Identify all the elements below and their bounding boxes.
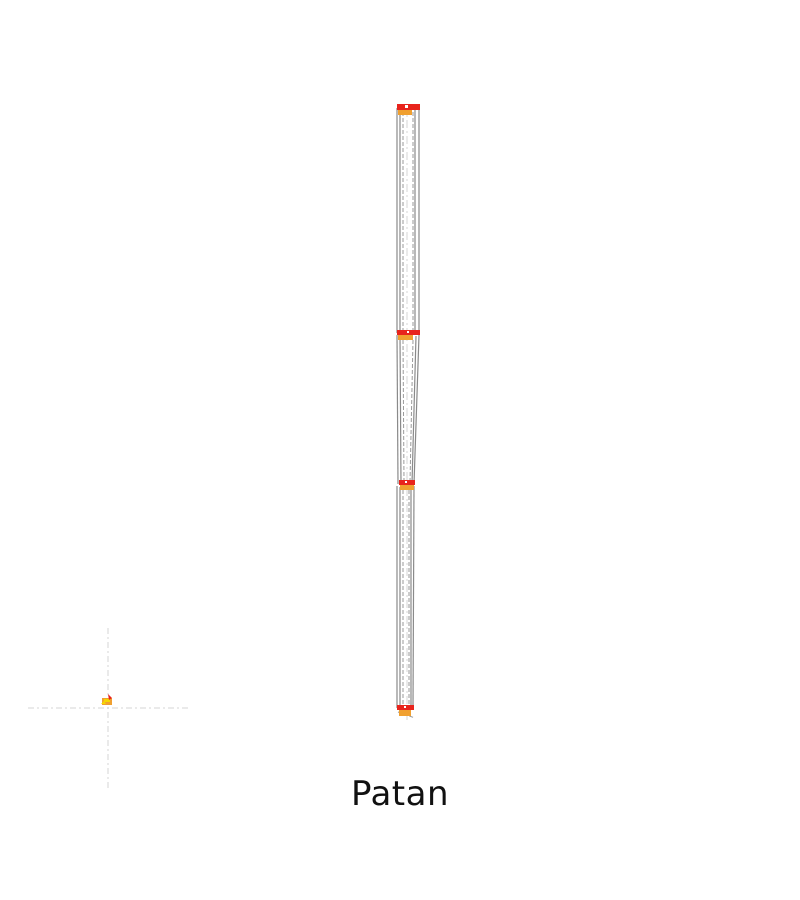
joint-marker-lower	[399, 480, 415, 490]
wind-turbine-icon	[101, 694, 112, 705]
joint-marker-top	[397, 104, 420, 115]
tower-structure	[396, 104, 420, 720]
joint-marker-upper	[397, 330, 420, 340]
diagram-caption: Patan	[350, 774, 450, 814]
tower-outline	[396, 108, 420, 709]
joint-marker-base	[397, 705, 414, 716]
origin-crosshair	[28, 628, 188, 788]
